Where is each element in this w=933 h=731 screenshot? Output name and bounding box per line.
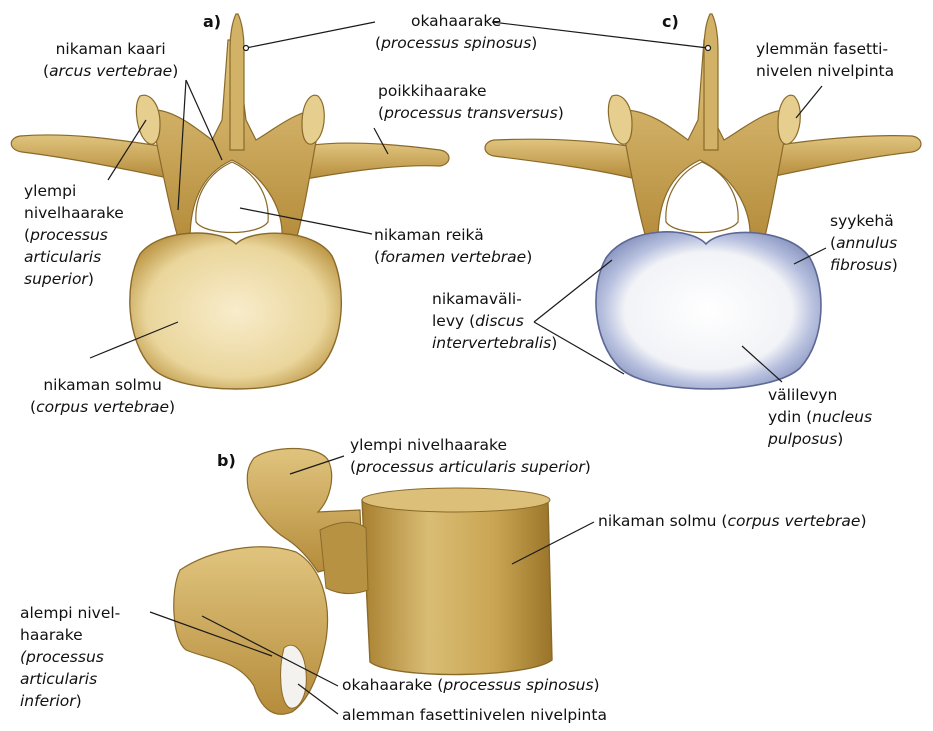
leader-okahaarake-a (246, 22, 375, 48)
label-nikaman-kaari: nikaman kaari (arcus vertebrae) (43, 38, 178, 82)
vertebral-body-b-top (362, 488, 550, 512)
superior-articular-right-a (302, 95, 324, 144)
superior-articular-left-c (608, 95, 632, 144)
panel-label-b: b) (217, 451, 236, 470)
label-ylempi-nivelhaarake-b: ylempi nivelhaarake (processus articular… (350, 434, 591, 478)
label-alempi-nivelhaarake: alempi nivel- haarake (processus articul… (20, 602, 120, 712)
dot-okahaarake-c (706, 46, 711, 51)
panel-label-a: a) (203, 12, 221, 31)
label-nikaman-solmu-a: nikaman solmu (corpus vertebrae) (30, 374, 175, 418)
panel-label-c: c) (662, 12, 679, 31)
label-nikaman-reika: nikaman reikä (foramen vertebrae) (374, 224, 532, 268)
inferior-articular-facet-b (281, 645, 307, 708)
vertebral-body-b (362, 489, 552, 675)
intervertebral-disc-c (596, 232, 821, 389)
label-nikaman-solmu-b: nikaman solmu (corpus vertebrae) (598, 510, 867, 532)
label-nikamavalilevy: nikamaväli- levy (discus intervertebrali… (432, 288, 557, 354)
label-ylemman-fasetti: ylemmän fasetti- nivelen nivelpinta (756, 38, 894, 82)
label-poikkihaarake: poikkihaarake (processus transversus) (378, 80, 564, 124)
label-okahaarake-b: okahaarake (processus spinosus) (342, 674, 600, 696)
label-okahaarake-top: okahaarake (processus spinosus) (375, 10, 537, 54)
superior-articular-right-c (778, 95, 800, 144)
vertebral-body-a (130, 233, 342, 389)
label-alemman-fasetti: alemman fasettinivelen nivelpinta (342, 704, 607, 726)
dot-okahaarake-a (244, 46, 249, 51)
leader-ylemman-fasetti (796, 86, 822, 118)
spinous-process-a (230, 14, 244, 150)
superior-articular-left-a (136, 95, 160, 144)
transverse-process-left-c (485, 139, 632, 178)
label-syykeha: syykehä (annulus fibrosus) (830, 210, 898, 276)
transverse-process-right-a (300, 143, 449, 180)
label-ylempi-nivelhaarake-a: ylempi nivelhaarake (processus articular… (24, 180, 124, 290)
label-valilevyn-ydin: välilevyn ydin (nucleus pulposus) (768, 384, 872, 450)
pedicle-b (320, 522, 368, 593)
transverse-process-left-a (11, 135, 168, 178)
spinous-process-c (704, 14, 718, 150)
